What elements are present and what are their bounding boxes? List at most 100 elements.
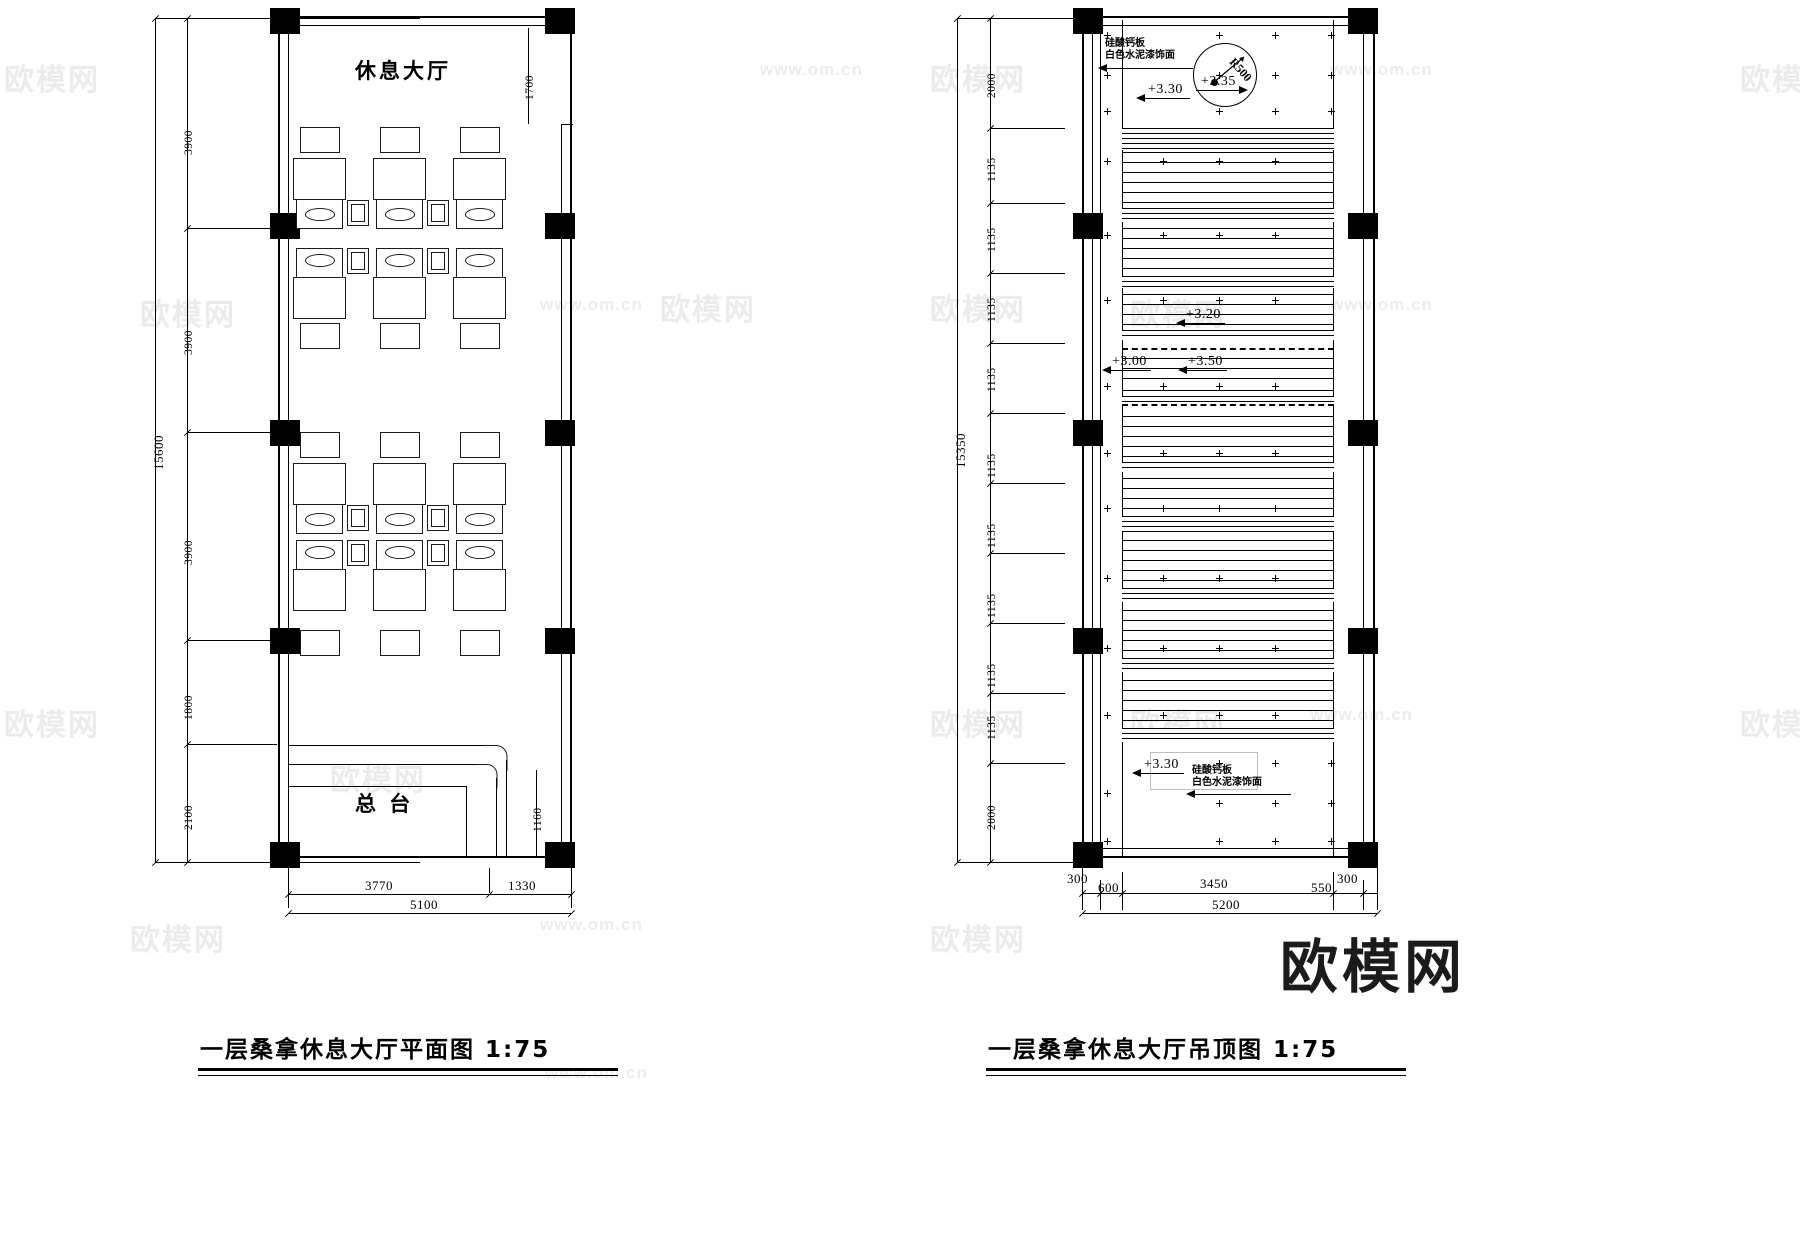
downlight-icon [1160, 575, 1167, 582]
ceiling-line [1122, 426, 1334, 427]
dim-overall-v-right: 15350 [953, 433, 968, 468]
material-note-bottom: 硅酸钙板 白色水泥漆饰面 [1192, 765, 1262, 789]
counter-edge-4 [496, 778, 497, 858]
ceiling-line [1122, 540, 1334, 541]
column [1073, 842, 1103, 868]
column [1073, 8, 1103, 34]
dim-ext-line [990, 763, 1065, 764]
dim-ext-line [990, 623, 1065, 624]
dim-r-h-4: 550 [1311, 880, 1332, 895]
downlight-icon [1216, 712, 1223, 719]
watermark-cn: 欧模网 [130, 923, 226, 958]
elevation-arrow-icon [1102, 366, 1111, 374]
watermark-cn: 欧模网 [330, 763, 426, 798]
dim-ext-line [990, 553, 1065, 554]
lounger-back [453, 158, 506, 200]
downlight-icon [1272, 645, 1279, 652]
ceiling-line [1122, 314, 1334, 315]
column [545, 842, 575, 868]
dim-r-seg-9: 1135 [986, 663, 998, 688]
ceiling-line [1122, 248, 1334, 249]
side-table-inner [431, 252, 445, 270]
side-table-inner [431, 544, 445, 562]
elevation-marker: +3.00 [1112, 354, 1147, 369]
headboard [380, 630, 420, 656]
drawing-title-right: 一层桑拿休息大厅吊顶图 1:75 [988, 1037, 1339, 1063]
column [1073, 628, 1103, 654]
dim-ext-line [990, 273, 1065, 274]
lounger-footrest [385, 546, 415, 559]
watermark-url: www.om.cn [760, 60, 863, 79]
lounger-footrest [385, 208, 415, 221]
elevation-marker: +3.50 [1188, 354, 1223, 369]
downlight-icon [1272, 72, 1279, 79]
ceiling-line [1122, 610, 1334, 611]
ceiling-line [1122, 498, 1334, 499]
lounger-footrest [305, 208, 335, 221]
lounger-back [293, 158, 346, 200]
ceiling-slat-strip [1122, 588, 1334, 602]
lounger-footrest [465, 208, 495, 221]
material-note-line1: 硅酸钙板 [1192, 765, 1232, 776]
downlight-icon [1160, 297, 1167, 304]
headboard [300, 432, 340, 458]
downlight-icon [1104, 575, 1111, 582]
downlight-icon [1104, 790, 1111, 797]
side-table-inner [351, 204, 365, 222]
lounger-back [293, 277, 346, 319]
ceiling-line [1122, 238, 1334, 239]
watermark-cn: 欧模网 [1740, 63, 1800, 98]
headboard [380, 127, 420, 153]
ceiling-line [1122, 390, 1334, 391]
wall-top-outer [278, 16, 573, 18]
dim-ext-line [990, 693, 1065, 694]
ceiling-line [1122, 640, 1334, 641]
ceiling-line [1122, 228, 1334, 229]
lounger-footrest [465, 546, 495, 559]
dim-ext-line [187, 228, 277, 229]
dim-r-h-5: 300 [1337, 871, 1358, 886]
ceiling-line [1122, 162, 1334, 163]
ceiling-line [1122, 182, 1334, 183]
column [270, 842, 300, 868]
dim-line-h-overall [288, 913, 571, 914]
watermark-cn: 欧模网 [660, 293, 756, 328]
ceiling-line [1122, 570, 1334, 571]
counter-edge-2 [506, 760, 507, 858]
downlight-icon [1104, 232, 1111, 239]
dim-r-seg-5: 1135 [986, 367, 998, 392]
side-table [347, 200, 369, 226]
downlight-icon [1104, 645, 1111, 652]
dim-ext-line [187, 744, 277, 745]
downlight-icon [1104, 72, 1111, 79]
downlight-icon [1160, 712, 1167, 719]
ceiling-slat-strip [1122, 276, 1334, 288]
headboard [300, 630, 340, 656]
downlight-icon [1272, 108, 1279, 115]
downlight-icon [1328, 72, 1335, 79]
headboard [300, 323, 340, 349]
elevation-arrow-icon [1132, 769, 1141, 777]
ceiling-line [1122, 258, 1334, 259]
downlight-icon [1216, 505, 1223, 512]
column [1348, 420, 1378, 446]
watermark-cn: 欧模网 [4, 63, 100, 98]
wall-right-inner [561, 124, 562, 858]
title-rule-thin [198, 1075, 618, 1076]
downlight-icon [1104, 712, 1111, 719]
headboard [380, 323, 420, 349]
column [545, 420, 575, 446]
ceiling-line [1122, 456, 1334, 457]
dim-line-overall-v-right [957, 18, 958, 863]
elevation-marker: +3.30 [1148, 82, 1183, 97]
watermark-cn: 欧模网 [1130, 298, 1226, 333]
lounger-seat [376, 504, 423, 534]
ceiling-slat-strip [1122, 396, 1334, 406]
ceiling-line [1122, 202, 1334, 203]
dim-r-seg-4: 1135 [986, 297, 998, 322]
watermark-url: www.om.cn [540, 915, 643, 934]
elevation-underline [1138, 773, 1184, 774]
dim-ext-line [990, 483, 1065, 484]
ceiling-slat-strip [1122, 462, 1334, 472]
downlight-icon [1104, 297, 1111, 304]
